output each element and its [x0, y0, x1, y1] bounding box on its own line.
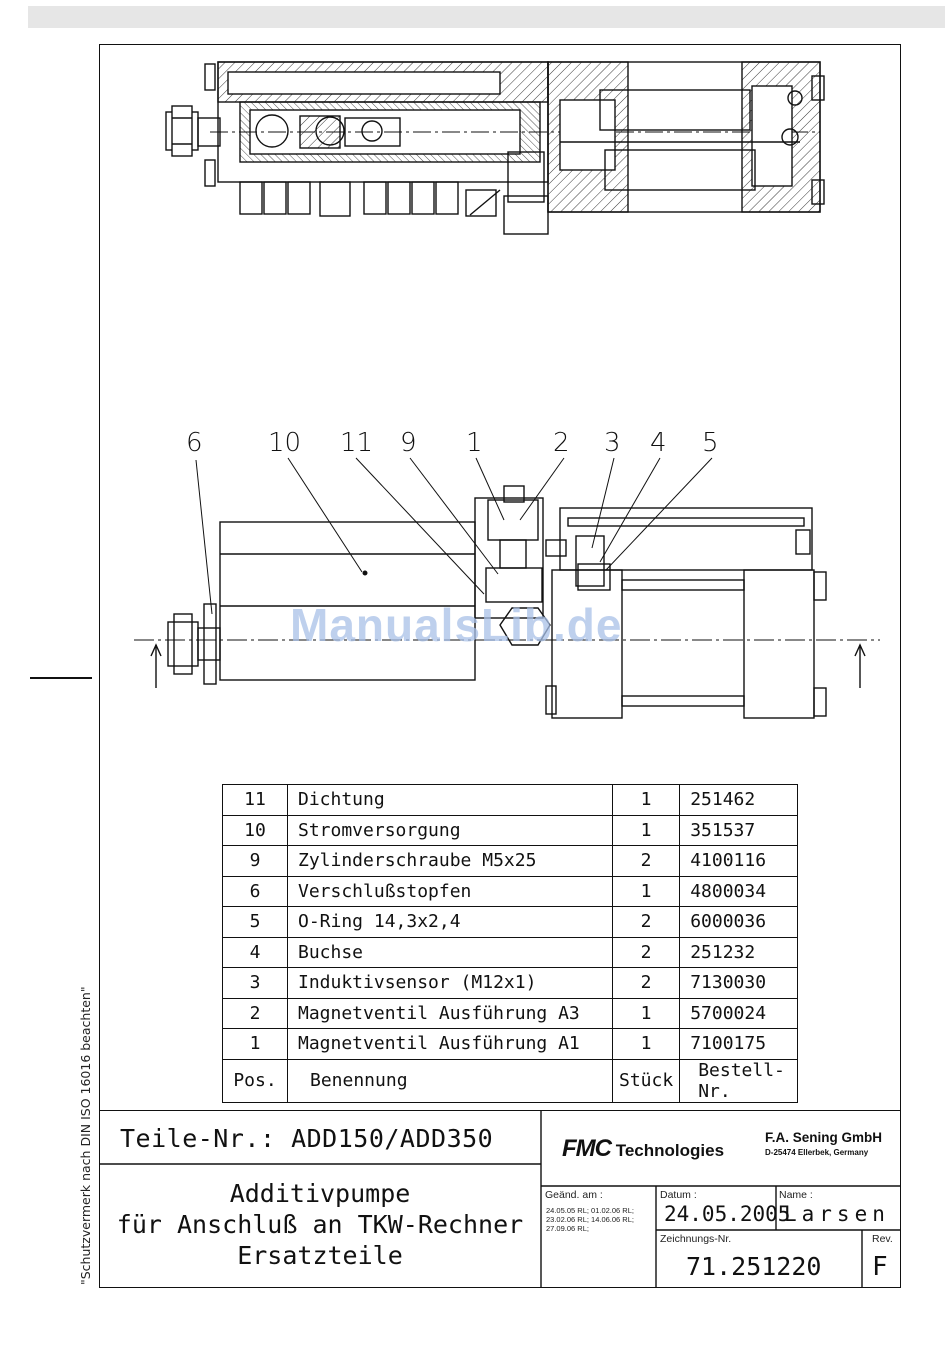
parts-list-table: 11 Dichtung 1 251462 10 Stromversorgung …: [222, 784, 798, 1103]
table-row: 6 Verschlußstopfen 1 4800034: [222, 875, 798, 907]
header-qty: Stück: [611, 1058, 681, 1103]
table-row: 9 Zylinderschraube M5x25 2 4100116: [222, 845, 798, 877]
callout-1: 1: [466, 428, 483, 458]
callout-11: 11: [340, 428, 374, 458]
title-block: [99, 1110, 901, 1288]
callout-10: 10: [268, 428, 302, 458]
qty-cell: 1: [611, 814, 681, 846]
revision-line: 27.09.06 RL;: [546, 1224, 589, 1233]
name-cell: Stromversorgung: [287, 814, 613, 846]
table-row: 10 Stromversorgung 1 351537: [222, 814, 798, 846]
part-number: Teile-Nr.: ADD150/ADD350: [120, 1124, 494, 1153]
name-cell: Magnetventil Ausführung A1: [287, 1028, 613, 1060]
order-nr-cell: 251232: [679, 936, 798, 968]
margin-mark: [30, 677, 92, 679]
pos-cell: 9: [222, 845, 288, 877]
order-nr-cell: 7100175: [679, 1028, 798, 1060]
name-cell: Induktivsensor (M12x1): [287, 967, 613, 999]
callout-3: 3: [604, 428, 621, 458]
company-address: D-25474 Ellerbek, Germany: [765, 1148, 869, 1157]
order-nr-cell: 7130030: [679, 967, 798, 999]
rev-value: F: [872, 1252, 888, 1282]
table-row: 3 Induktivsensor (M12x1) 2 7130030: [222, 967, 798, 999]
order-nr-cell: 351537: [679, 814, 798, 846]
name-cell: O-Ring 14,3x2,4: [287, 906, 613, 938]
drawing-number: 71.251220: [686, 1252, 822, 1281]
title-line-2: für Anschluß an TKW-Rechner: [116, 1210, 524, 1239]
pos-cell: 4: [222, 936, 288, 968]
qty-cell: 2: [611, 967, 681, 999]
pos-cell: 10: [222, 814, 288, 846]
logo-technologies-text: Technologies: [615, 1141, 725, 1160]
order-nr-cell: 4100116: [679, 845, 798, 877]
logo-fmc-text: FMC: [562, 1135, 612, 1162]
qty-cell: 1: [611, 784, 681, 816]
pos-cell: 6: [222, 875, 288, 907]
pos-cell: 1: [222, 1028, 288, 1060]
top-bar: [28, 6, 945, 28]
datum-value: 24.05.2005: [664, 1202, 791, 1226]
name-cell: Zylinderschraube M5x25: [287, 845, 613, 877]
drawing-sheet-border: [99, 44, 901, 1288]
revision-line: 23.02.06 RL; 14.06.06 RL;: [546, 1215, 634, 1224]
pos-cell: 3: [222, 967, 288, 999]
header-name: Benennung: [287, 1058, 613, 1103]
order-nr-cell: 4800034: [679, 875, 798, 907]
name-cell: Dichtung: [287, 784, 613, 816]
qty-cell: 1: [611, 997, 681, 1029]
name-cell: Buchse: [287, 936, 613, 968]
name-cell: Magnetventil Ausführung A3: [287, 997, 613, 1029]
title-line-3: Ersatzteile: [237, 1241, 403, 1270]
callout-4: 4: [650, 428, 667, 458]
table-row: 4 Buchse 2 251232: [222, 936, 798, 968]
company-name: F.A. Sening GmbH: [765, 1130, 883, 1145]
table-row: 11 Dichtung 1 251462: [222, 784, 798, 816]
qty-cell: 2: [611, 936, 681, 968]
rev-label: Rev.: [872, 1233, 893, 1245]
revision-dates: 24.05.05 RL; 01.02.06 RL; 23.02.06 RL; 1…: [546, 1206, 656, 1233]
name-value: Larsen: [784, 1202, 890, 1226]
watermark: ManualsLib.de: [290, 599, 623, 651]
side-view: [134, 457, 880, 719]
order-nr-cell: 251462: [679, 784, 798, 816]
order-nr-cell: 5700024: [679, 997, 798, 1029]
title-line-1: Additivpumpe: [229, 1179, 411, 1208]
header-order-nr: Bestell-Nr.: [679, 1058, 798, 1103]
table-row: 1 Magnetventil Ausführung A1 1 7100175: [222, 1028, 798, 1060]
zeichnungs-label: Zeichnungs-Nr.: [660, 1233, 732, 1245]
drawing-title: Additivpumpe für Anschluß an TKW-Rechner…: [100, 1178, 540, 1271]
header-pos: Pos.: [222, 1058, 288, 1103]
callout-2: 2: [553, 428, 570, 458]
callout-9: 9: [400, 428, 417, 458]
pos-cell: 2: [222, 997, 288, 1029]
table-row: 2 Magnetventil Ausführung A3 1 5700024: [222, 997, 798, 1029]
order-nr-cell: 6000036: [679, 906, 798, 938]
sectional-view: [165, 61, 825, 235]
name-cell: Verschlußstopfen: [287, 875, 613, 907]
callout-5: 5: [702, 428, 719, 458]
datum-label: Datum :: [660, 1189, 697, 1201]
qty-cell: 2: [611, 845, 681, 877]
callout-6: 6: [186, 428, 203, 458]
geaend-label: Geänd. am :: [545, 1189, 603, 1201]
name-label: Name :: [779, 1189, 813, 1201]
fmc-logo: FMC Technologies: [562, 1135, 724, 1163]
qty-cell: 1: [611, 1028, 681, 1060]
revision-line: 24.05.05 RL; 01.02.06 RL;: [546, 1206, 634, 1215]
qty-cell: 1: [611, 875, 681, 907]
qty-cell: 2: [611, 906, 681, 938]
table-row: 5 O-Ring 14,3x2,4 2 6000036: [222, 906, 798, 938]
pos-cell: 11: [222, 784, 288, 816]
table-header-row: Pos. Benennung Stück Bestell-Nr.: [222, 1058, 798, 1103]
pos-cell: 5: [222, 906, 288, 938]
